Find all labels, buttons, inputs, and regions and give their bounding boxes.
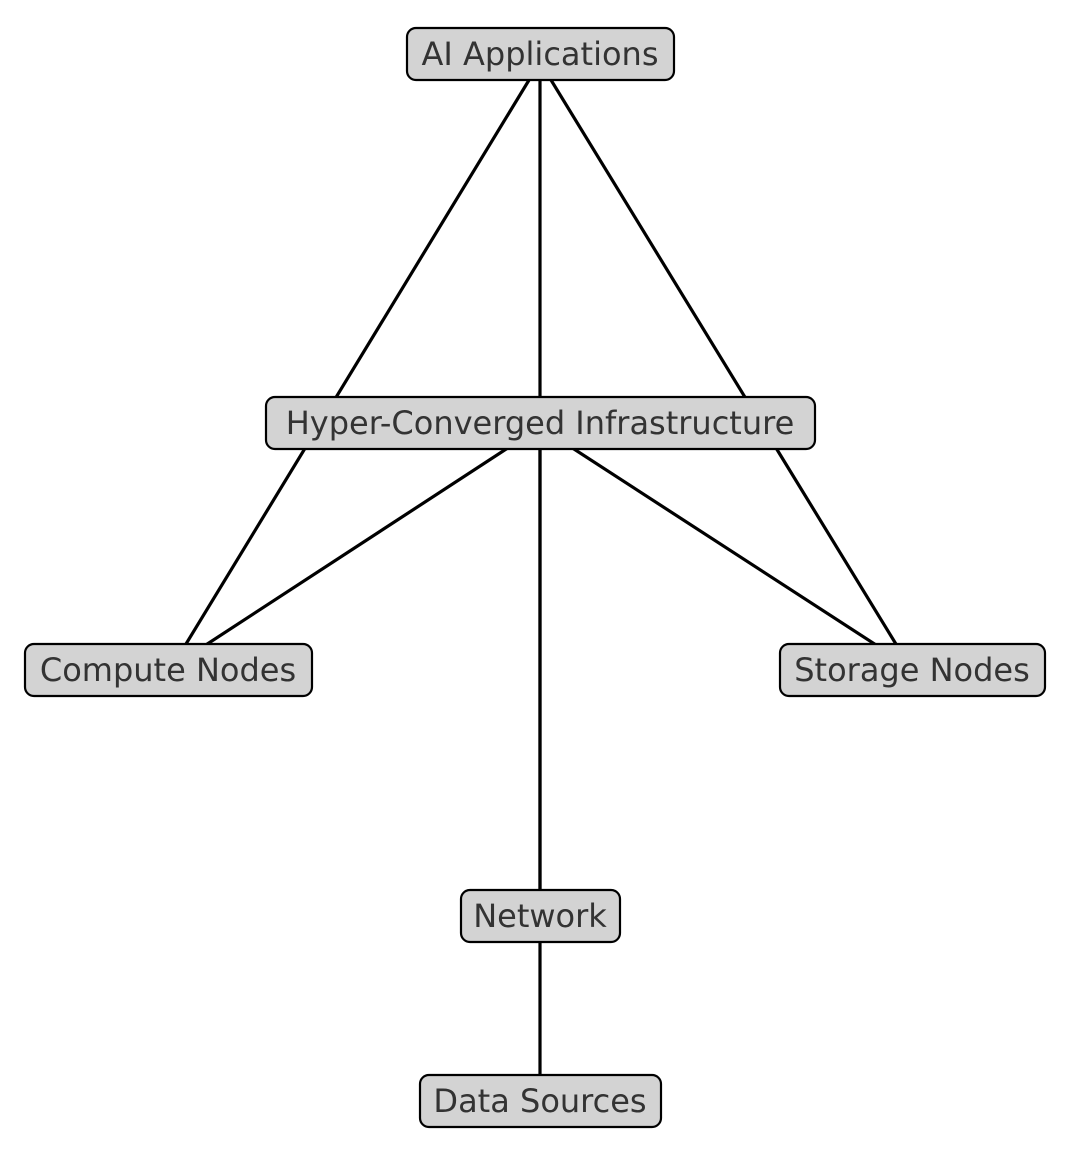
node-hyper-converged-infrastructure: Hyper-Converged Infrastructure (264, 395, 817, 451)
edge-hci-to-storage-nodes (539, 425, 912, 669)
edge-compute-nodes-to-ai-applications (170, 60, 542, 668)
node-label-compute-nodes: Compute Nodes (40, 651, 296, 689)
edge-hci-to-compute-nodes (170, 425, 541, 669)
edge-line (538, 61, 912, 668)
node-storage-nodes: Storage Nodes (778, 642, 1047, 698)
node-label-network: Network (473, 897, 607, 935)
edge-storage-nodes-to-ai-applications (538, 60, 912, 668)
node-label-hyper-converged-infrastructure: Hyper-Converged Infrastructure (286, 404, 795, 442)
node-label-storage-nodes: Storage Nodes (794, 651, 1030, 689)
node-compute-nodes: Compute Nodes (23, 642, 314, 698)
node-label-data-sources: Data Sources (433, 1082, 646, 1120)
edge-line (170, 61, 542, 668)
edge-hci-to-ai-applications (532, 60, 548, 427)
node-network: Network (459, 888, 622, 944)
node-label-ai-applications: AI Applications (422, 35, 659, 73)
edge-line (171, 425, 541, 669)
edge-line (539, 425, 911, 669)
edge-data-sources-to-hci (532, 425, 548, 1095)
node-data-sources: Data Sources (418, 1073, 663, 1129)
node-ai-applications: AI Applications (405, 26, 676, 82)
